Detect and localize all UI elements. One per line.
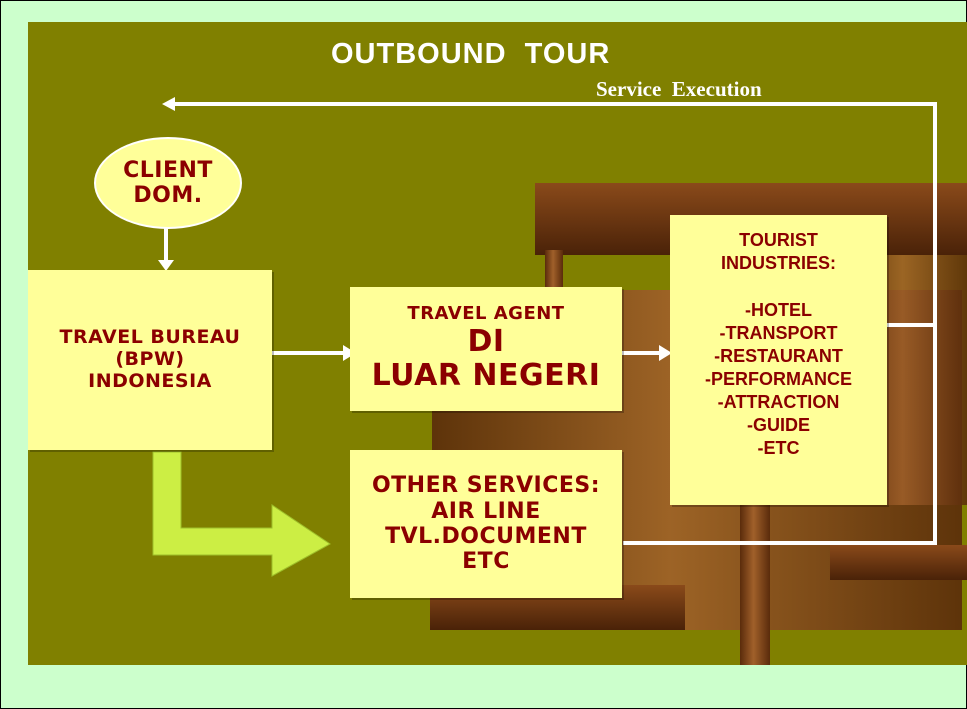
other-services-line-3: TVL.DOCUMENT: [385, 524, 587, 549]
client-line-1: CLIENT: [123, 157, 213, 183]
industry-item: -HOTEL: [745, 300, 812, 321]
industry-item: -RESTAURANT: [714, 346, 843, 367]
client-ellipse: CLIENT DOM.: [94, 137, 242, 229]
travel-bureau-line-2: (BPW): [115, 348, 185, 371]
big-green-arrow: [152, 451, 331, 577]
other-services-line-4: ETC: [462, 549, 510, 575]
client-line-2: DOM.: [133, 183, 203, 208]
travel-agent-line-1: Travel Agent: [407, 303, 565, 325]
industry-item: -GUIDE: [747, 415, 810, 436]
arrowhead-to-client: [162, 97, 175, 111]
other-services-line-1: OTHER SERVICES:: [371, 473, 601, 499]
travel-agent-line-3: LUAR NEGERI: [371, 358, 601, 394]
tourist-industries-box: TOURIST INDUSTRIES: -HOTEL -TRANSPORT -R…: [670, 215, 887, 505]
diagram-subtitle: Service Execution: [596, 77, 762, 101]
travel-agent-box: Travel Agent DI LUAR NEGERI: [350, 287, 622, 411]
tourist-industries-heading-1: TOURIST: [739, 230, 818, 250]
arrowhead-to-industries: [659, 345, 672, 361]
industry-item: -ETC: [757, 438, 800, 459]
travel-bureau-line-1: Travel Bureau: [59, 326, 241, 349]
arrowheads: [158, 97, 672, 361]
flow-connectors: [164, 102, 937, 545]
arrowhead-to-bureau: [158, 260, 174, 271]
tourist-industries-heading-2: INDUSTRIES:: [720, 253, 836, 274]
other-services-box: OTHER SERVICES: AIR LINE TVL.DOCUMENT ET…: [350, 450, 622, 598]
travel-bureau-box: Travel Bureau (BPW) INDONESIA: [28, 270, 272, 450]
travel-agent-line-2: DI: [467, 323, 505, 359]
other-services-line-2: AIR LINE: [431, 498, 541, 524]
diagram-title: OUTBOUND TOUR: [331, 38, 611, 70]
industry-item: -ATTRACTION: [717, 392, 840, 413]
arrowhead-to-agent: [343, 345, 356, 361]
travel-bureau-line-3: INDONESIA: [88, 369, 212, 392]
industry-item: -TRANSPORT: [719, 323, 838, 344]
industry-item: -PERFORMANCE: [705, 369, 852, 390]
